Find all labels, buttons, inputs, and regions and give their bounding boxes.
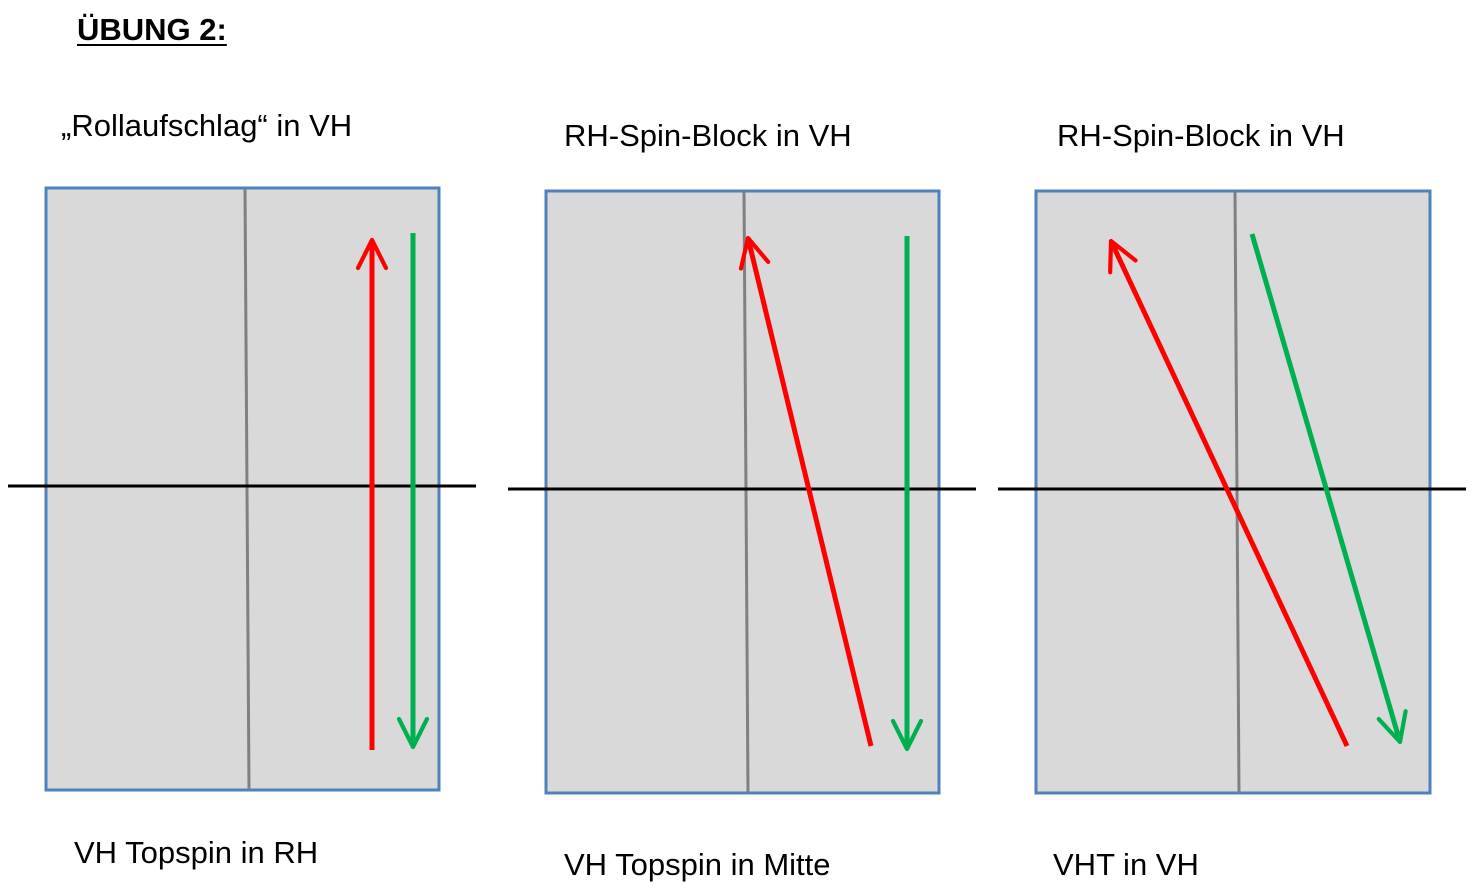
red-ball-path-arrow xyxy=(1108,238,1350,748)
green-ball-path-arrow xyxy=(1249,233,1408,745)
table-surface xyxy=(44,186,441,792)
table-center-line xyxy=(742,190,750,794)
panel-2-top-label: RH-Spin-Block in VH xyxy=(564,118,852,153)
panel-3-bottom-label: VHT in VH xyxy=(1053,847,1199,882)
table-center-line xyxy=(1233,190,1241,794)
panel-3-top-label: RH-Spin-Block in VH xyxy=(1057,118,1345,153)
panel-1-table xyxy=(8,186,476,792)
red-ball-path-arrow xyxy=(738,235,874,747)
panel-1-top-label: „Rollaufschlag“ in VH xyxy=(61,108,353,143)
panel-2-bottom-label: VH Topspin in Mitte xyxy=(564,847,831,882)
panel-3-table xyxy=(998,189,1466,795)
table-surface xyxy=(1034,189,1432,795)
panel-2-table xyxy=(508,189,976,795)
exercise-heading: ÜBUNG 2: xyxy=(77,12,227,47)
panel-1-bottom-label: VH Topspin in RH xyxy=(74,835,319,870)
table-surface xyxy=(544,189,941,795)
table-center-line xyxy=(243,187,251,791)
